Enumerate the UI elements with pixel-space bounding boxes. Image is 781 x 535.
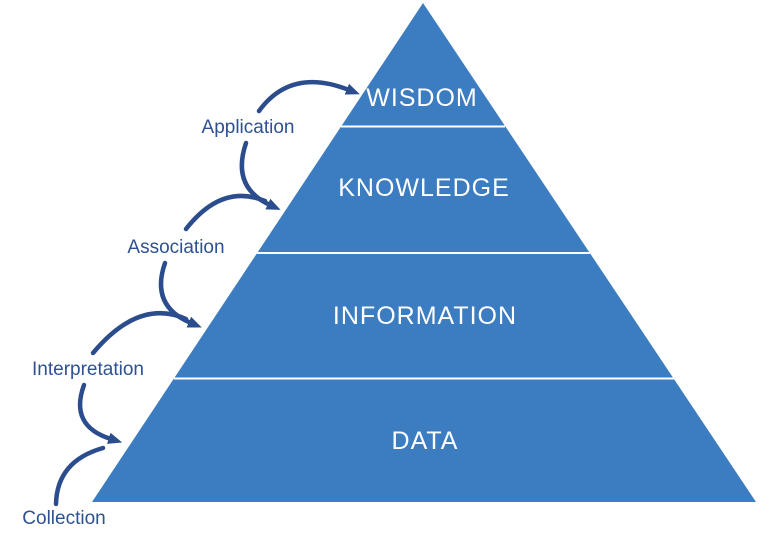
level-label-knowledge: KNOWLEDGE <box>338 174 510 202</box>
transition-label-association: Association <box>127 237 224 258</box>
arrow-collection-to-data <box>53 445 106 507</box>
transition-label-interpretation: Interpretation <box>32 359 144 380</box>
arrow-interpretation-to-information <box>90 310 189 356</box>
arrow-association-to-knowledge <box>183 193 268 232</box>
transition-label-application: Application <box>202 117 295 138</box>
level-label-data: DATA <box>392 427 459 455</box>
transition-label-collection: Collection <box>22 508 105 529</box>
arrow-application-to-wisdom <box>256 79 360 114</box>
level-label-information: INFORMATION <box>333 302 517 330</box>
level-label-wisdom: WISDOM <box>366 84 478 112</box>
arrow-interpretation-to-data <box>77 382 123 444</box>
